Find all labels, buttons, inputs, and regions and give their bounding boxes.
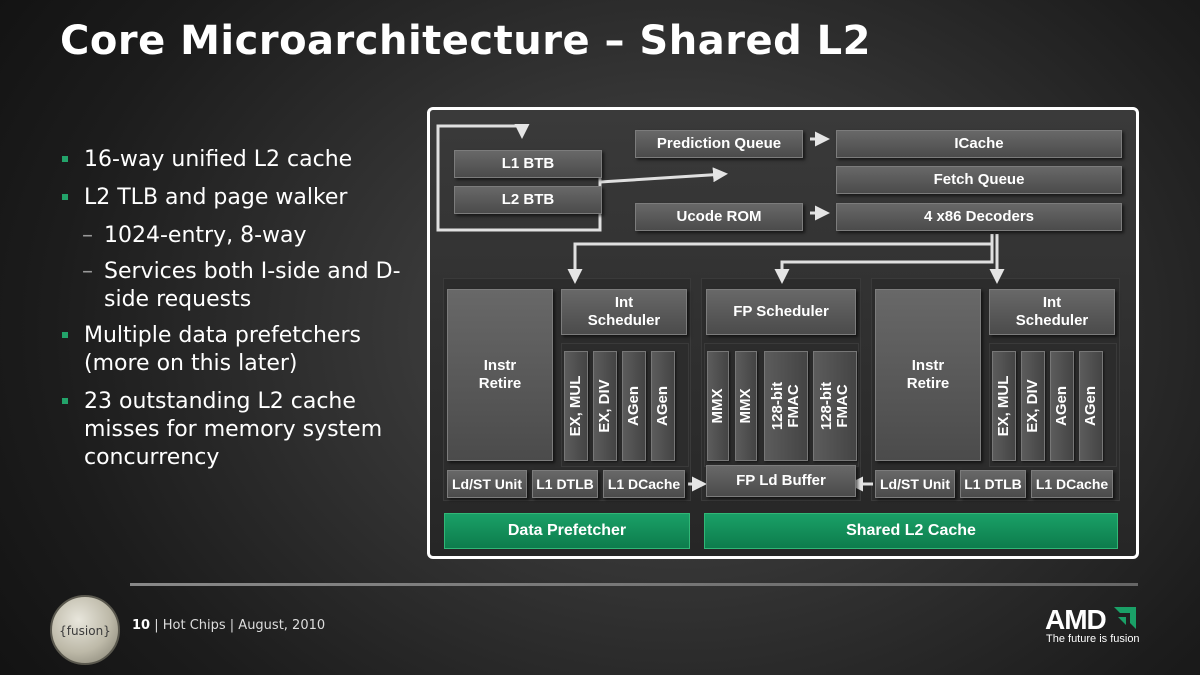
amd-tagline: The future is fusion: [1046, 633, 1140, 645]
right-instr-retire-block: Instr Retire: [875, 289, 981, 461]
slide-title: Core Microarchitecture – Shared L2: [60, 18, 871, 64]
btb-to-prediction-arrow: [599, 167, 728, 184]
fp-ld-buffer-block: FP Ld Buffer: [706, 465, 856, 497]
sub-bullet-item: –1024-entry, 8-way: [60, 222, 420, 250]
bullet-marker: [62, 332, 68, 338]
left-l1-dcache-block: L1 DCache: [603, 470, 685, 498]
page-number: 10: [132, 618, 151, 633]
dash-marker: –: [82, 223, 93, 248]
right-ex-mul-unit: EX, MUL: [992, 351, 1016, 461]
fp-scheduler-block: FP Scheduler: [706, 289, 856, 335]
core-block-diagram: L1 BTB L2 BTB Prediction Queue ICache Fe…: [427, 107, 1139, 559]
right-int-scheduler-block: Int Scheduler: [989, 289, 1115, 335]
l2-btb-block: L2 BTB: [454, 186, 602, 214]
left-instr-retire-block: Instr Retire: [447, 289, 553, 461]
fusion-logo-icon: {fusion}: [59, 624, 111, 638]
bullet-text: Multiple data prefetchers (more on this …: [84, 323, 361, 376]
fp-mmx-unit-1: MMX: [707, 351, 729, 461]
right-agen-unit-2: AGen: [1079, 351, 1103, 461]
bullet-marker: [62, 194, 68, 200]
footer-divider: [130, 583, 1138, 586]
prediction-queue-block: Prediction Queue: [635, 130, 803, 158]
left-agen-unit-1: AGen: [622, 351, 646, 461]
footer-text: 10 | Hot Chips | August, 2010: [132, 618, 325, 633]
amd-arrow-icon: [1114, 607, 1136, 629]
icache-block: ICache: [836, 130, 1122, 158]
right-ex-div-unit: EX, DIV: [1021, 351, 1045, 461]
dash-marker: –: [82, 259, 93, 284]
x86-decoders-block: 4 x86 Decoders: [836, 203, 1122, 231]
left-int-scheduler-block: Int Scheduler: [561, 289, 687, 335]
event-info: | Hot Chips | August, 2010: [154, 618, 326, 633]
data-prefetcher-block: Data Prefetcher: [444, 513, 690, 549]
right-agen-unit-1: AGen: [1050, 351, 1074, 461]
bullet-item: Multiple data prefetchers (more on this …: [60, 322, 420, 378]
sub-bullet-item: –Services both I-side and D-side request…: [60, 258, 420, 314]
bullet-item: 23 outstanding L2 cache misses for memor…: [60, 388, 420, 472]
fp-fmac-unit-1: 128-bit FMAC: [764, 351, 808, 461]
bullet-text: 16-way unified L2 cache: [84, 147, 353, 172]
right-l1-dcache-block: L1 DCache: [1031, 470, 1113, 498]
sub-bullet-text: Services both I-side and D-side requests: [104, 259, 401, 312]
left-ex-mul-unit: EX, MUL: [564, 351, 588, 461]
right-ldst-unit-block: Ld/ST Unit: [875, 470, 955, 498]
fetch-queue-block: Fetch Queue: [836, 166, 1122, 194]
fusion-logo: {fusion}: [50, 595, 120, 665]
right-l1-dtlb-block: L1 DTLB: [960, 470, 1026, 498]
bullet-text: 23 outstanding L2 cache misses for memor…: [84, 389, 383, 470]
left-agen-unit-2: AGen: [651, 351, 675, 461]
ucode-rom-block: Ucode ROM: [635, 203, 803, 231]
bullet-item: 16-way unified L2 cache: [60, 146, 420, 174]
fp-mmx-unit-2: MMX: [735, 351, 757, 461]
fp-fmac-unit-2: 128-bit FMAC: [813, 351, 857, 461]
svg-text:{fusion}: {fusion}: [59, 624, 111, 638]
left-ldst-unit-block: Ld/ST Unit: [447, 470, 527, 498]
sub-bullet-text: 1024-entry, 8-way: [104, 223, 307, 248]
bullet-list: 16-way unified L2 cache L2 TLB and page …: [60, 146, 420, 482]
decoder-to-fp-scheduler-arrow: [774, 234, 994, 284]
left-l1-dtlb-block: L1 DTLB: [532, 470, 598, 498]
bullet-text: L2 TLB and page walker: [84, 185, 348, 210]
l1-btb-block: L1 BTB: [454, 150, 602, 178]
bullet-item: L2 TLB and page walker: [60, 184, 420, 212]
shared-l2-cache-block: Shared L2 Cache: [704, 513, 1118, 549]
left-ex-div-unit: EX, DIV: [593, 351, 617, 461]
bullet-marker: [62, 398, 68, 404]
amd-logo-text: AMD: [1045, 604, 1107, 635]
btb-loop-wire: [436, 124, 602, 232]
bullet-marker: [62, 156, 68, 162]
